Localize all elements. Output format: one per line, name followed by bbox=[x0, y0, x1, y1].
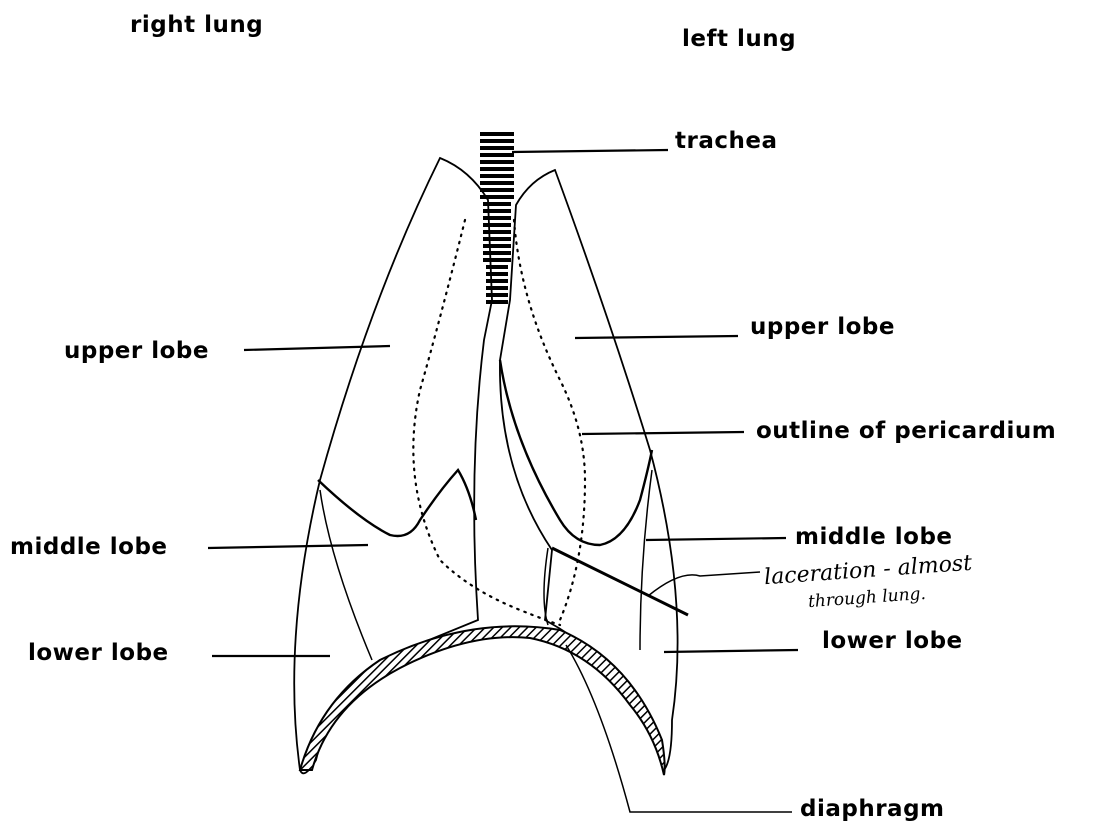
trachea-ring bbox=[486, 272, 508, 276]
trachea-ring bbox=[486, 279, 508, 283]
trachea-ring bbox=[480, 132, 514, 136]
left-middle-lobe-label: middle lobe bbox=[795, 526, 953, 549]
trachea-ring bbox=[480, 188, 514, 192]
trachea-ring bbox=[483, 209, 511, 213]
pericardium-label: outline of pericardium bbox=[756, 420, 1056, 443]
trachea-ring bbox=[480, 160, 514, 164]
left-lower-lobe-label: lower lobe bbox=[822, 630, 963, 653]
trachea-ring bbox=[483, 237, 511, 241]
left-upper-lobe-label: upper lobe bbox=[750, 316, 895, 339]
trachea-ring bbox=[483, 251, 511, 255]
trachea-rings bbox=[480, 130, 514, 304]
trachea-ring bbox=[483, 202, 511, 206]
left-middle-lower-divider bbox=[544, 548, 548, 625]
right-lower-fissure bbox=[320, 490, 372, 660]
trachea-ring bbox=[480, 167, 514, 171]
trachea-ring bbox=[483, 230, 511, 234]
trachea-leader bbox=[512, 150, 668, 152]
trachea-ring bbox=[480, 146, 514, 150]
trachea-ring bbox=[480, 139, 514, 143]
right-upper-lobe-leader bbox=[244, 346, 390, 350]
trachea-ring bbox=[480, 174, 514, 178]
left-middle-lobe-leader bbox=[646, 538, 786, 540]
trachea-ring bbox=[486, 286, 508, 290]
right-lung-heading: right lung bbox=[130, 14, 263, 37]
trachea-ring bbox=[486, 293, 508, 297]
left-upper-lobe-leader bbox=[575, 336, 738, 338]
right-lower-lobe-label: lower lobe bbox=[28, 642, 169, 665]
trachea-ring bbox=[486, 300, 508, 304]
diaphragm-shape bbox=[300, 626, 665, 775]
trachea-label: trachea bbox=[675, 130, 778, 153]
right-middle-lobe-label: middle lobe bbox=[10, 536, 168, 559]
right-upper-lobe-label: upper lobe bbox=[64, 340, 209, 363]
laceration-leader bbox=[648, 572, 760, 596]
pericardium-leader bbox=[582, 432, 744, 434]
right-oblique-fissure bbox=[318, 470, 476, 536]
left-lung-outline bbox=[500, 170, 678, 770]
trachea-ring bbox=[483, 258, 511, 262]
trachea-ring bbox=[483, 223, 511, 227]
left-oblique-fissure bbox=[500, 360, 652, 545]
trachea-ring bbox=[486, 265, 508, 269]
trachea-ring bbox=[483, 244, 511, 248]
right-middle-lobe-leader bbox=[208, 545, 368, 548]
right-lung-outline bbox=[294, 158, 492, 773]
left-lower-lobe-leader bbox=[664, 650, 798, 652]
trachea-ring bbox=[483, 216, 511, 220]
left-lung-heading: left lung bbox=[682, 28, 796, 51]
trachea-ring bbox=[480, 181, 514, 185]
trachea-ring bbox=[480, 153, 514, 157]
laceration-mark bbox=[552, 548, 688, 615]
diaphragm-label: diaphragm bbox=[800, 798, 945, 821]
